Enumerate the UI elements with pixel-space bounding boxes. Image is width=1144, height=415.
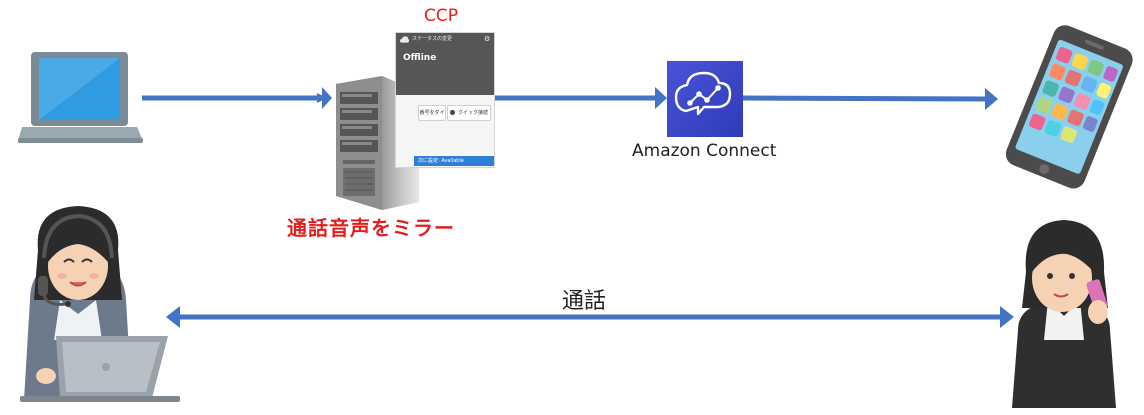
quick-connect-button[interactable]: クイック接続 (447, 105, 491, 121)
call-label: 通話 (562, 289, 607, 314)
cloud-icon (400, 36, 409, 43)
quick-connect-label: クイック接続 (457, 110, 488, 116)
amazon-connect-label: Amazon Connect (632, 141, 777, 161)
ccp-status-offline: Offline (403, 53, 437, 63)
laptop-icon (18, 52, 143, 143)
mirror-caption: 通話音声をミラー (287, 216, 455, 240)
status-menu-label[interactable]: ステータスの変更 (412, 36, 453, 42)
arrowhead-left (166, 306, 180, 328)
ccp-softphone-panel: ステータスの変更 ⚙ Offline 番号をダイヤル クイック接続 次に設定: … (395, 32, 495, 168)
customer-avatar (1012, 220, 1116, 408)
gear-icon[interactable]: ⚙ (484, 35, 491, 43)
availability-bar[interactable]: 次に設定: Available (414, 156, 494, 166)
amazon-connect-icon (667, 61, 743, 137)
arrowhead-amazon-connect (655, 87, 667, 109)
arrowhead-phone (985, 88, 998, 110)
ccp-title: CCP (424, 6, 458, 26)
arrow-amazon-connect-to-phone (742, 95, 987, 102)
dial-number-button[interactable]: 番号をダイヤル (418, 105, 446, 121)
operator-avatar (20, 206, 180, 402)
quick-connect-icon (449, 110, 455, 115)
arrowhead-right (1000, 306, 1014, 328)
ccp-header: ステータスの変更 ⚙ Offline (396, 33, 494, 95)
smartphone-icon (1005, 25, 1133, 189)
ccp-status-bar[interactable]: ステータスの変更 ⚙ (396, 33, 494, 47)
